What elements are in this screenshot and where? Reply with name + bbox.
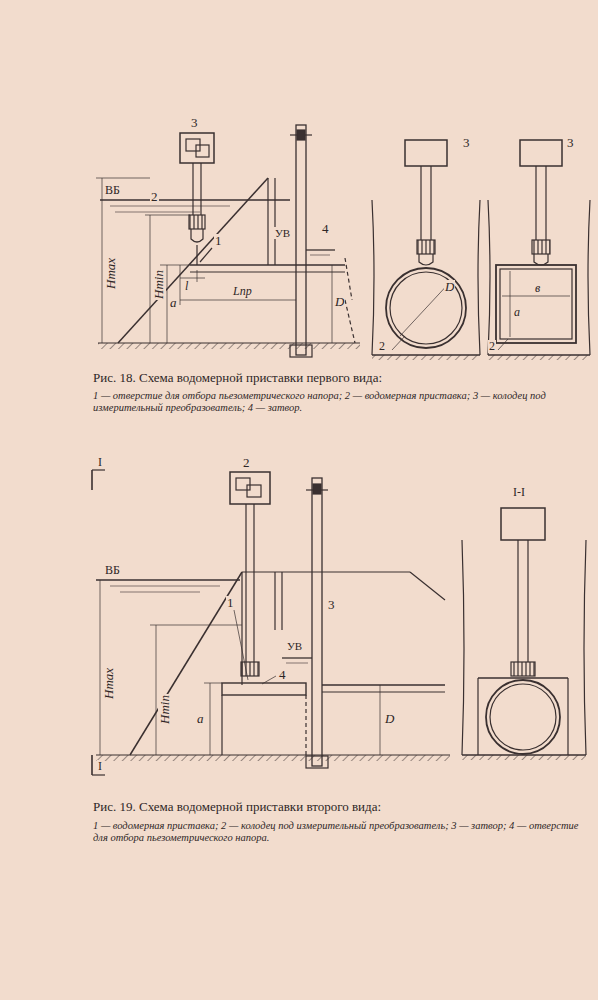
dimension: a <box>169 296 178 310</box>
callout-number: 4 <box>321 222 330 236</box>
callout-number: 2 <box>150 190 159 204</box>
callout-number: 1 <box>214 234 223 248</box>
callout-number: 2 <box>488 340 496 353</box>
caption-legend: 1 — отверстие для отбора пьезометрическо… <box>92 390 594 413</box>
dimension: Hmin <box>152 269 166 300</box>
dimension: D <box>444 280 455 294</box>
section-mark: I-I <box>512 486 526 499</box>
section-mark: I <box>97 760 103 773</box>
callout-number: 2 <box>378 340 386 353</box>
dimension: Hmin <box>158 694 172 725</box>
callout-number: 1 <box>226 596 235 610</box>
dimension: a <box>196 712 205 726</box>
level-label: ВБ <box>104 564 121 577</box>
figure-caption: Рис. 19. Схема водомерной приставки втор… <box>92 800 594 814</box>
dimension: a <box>513 306 521 319</box>
dimension: D <box>334 295 345 309</box>
level-label: УВ <box>274 227 291 239</box>
callout-number: 4 <box>278 668 287 682</box>
dimension: Lпр <box>232 285 253 298</box>
level-label: ВБ <box>104 184 121 197</box>
callout-number: 3 <box>462 136 471 150</box>
callout-number: 3 <box>327 598 336 612</box>
dimension: D <box>384 712 395 726</box>
level-label: УВ <box>286 640 303 652</box>
dimension: Hmax <box>102 667 116 700</box>
callout-number: 3 <box>190 116 199 130</box>
figure-caption: Рис. 18. Схема водомерной приставки перв… <box>92 371 594 385</box>
caption-legend: 1 — водомерная приставка; 2 — колодец по… <box>92 820 594 843</box>
section-mark: I <box>97 456 103 469</box>
dimension: в <box>534 282 541 295</box>
dimension: Hmax <box>104 257 118 290</box>
dimension: l <box>184 280 189 293</box>
callout-number: 2 <box>242 456 251 470</box>
callout-number: 3 <box>566 136 575 150</box>
